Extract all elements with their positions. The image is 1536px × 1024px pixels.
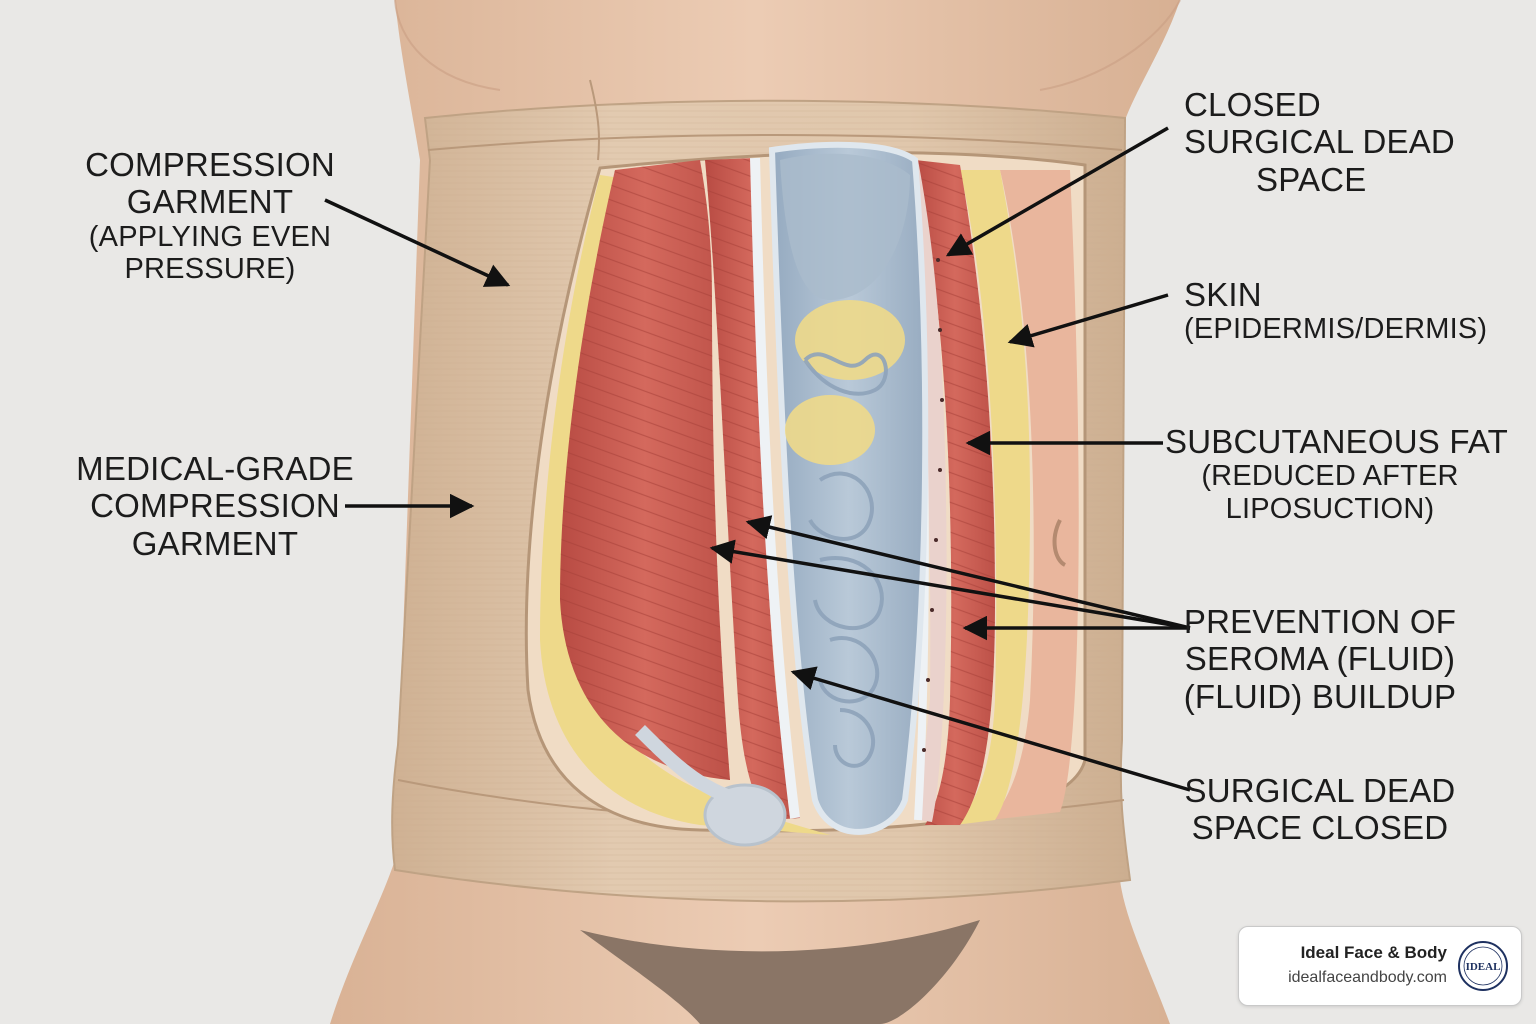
arrow-seroma-2 <box>709 539 1191 630</box>
brand-logo-text: IDEAL <box>1466 961 1501 973</box>
label-line: PRESSURE) <box>124 253 296 286</box>
intestines <box>803 352 888 768</box>
label-line: PREVENTION OF <box>1183 603 1457 640</box>
skin-layer <box>990 170 1079 820</box>
label-line: SPACE <box>1256 160 1367 198</box>
label-line: LIPOSUCTION) <box>1225 493 1435 526</box>
arrow-closed-dead-space <box>945 126 1169 257</box>
label-line: (FLUID) BUILDUP <box>1183 677 1457 715</box>
label-line: COMPRESSION <box>90 487 340 525</box>
callout-arrows <box>324 126 1191 792</box>
label-line: GARMENT <box>131 524 299 562</box>
label-line: MEDICAL-GRADE <box>76 450 354 487</box>
label-subcutaneous-fat: SUBCUTANEOUS FAT (REDUCED AFTER LIPOSUCT… <box>1165 423 1509 526</box>
label-line: SPACE CLOSED <box>1191 809 1449 847</box>
label-line: SUBCUTANEOUS FAT <box>1165 423 1509 460</box>
label-skin: SKIN (EPIDERMIS/DERMIS) <box>1184 276 1504 346</box>
label-line: COMPRESSION <box>85 146 335 183</box>
brand-logo-seal: IDEAL <box>1458 941 1508 991</box>
label-line: (EPIDERMIS/DERMIS) <box>1184 313 1488 346</box>
label-line: (APPLYING EVEN <box>88 220 332 253</box>
label-line: SEROMA (FLUID) <box>1184 640 1456 678</box>
arrow-seroma-1 <box>745 515 1191 630</box>
navel <box>1052 519 1067 567</box>
label-surgical-dead-space-closed: SURGICAL DEAD SPACE CLOSED <box>1180 772 1460 847</box>
label-seroma: PREVENTION OF SEROMA (FLUID) (FLUID) BUI… <box>1180 603 1460 715</box>
fascia-strip-right <box>900 160 947 822</box>
arrow-compression-garment <box>324 198 511 287</box>
label-closed-dead-space: CLOSED SURGICAL DEAD SPACE <box>1150 86 1460 198</box>
brand-card: Ideal Face & Body idealfaceandbody.com I… <box>1238 926 1522 1006</box>
arrow-surgical-closed <box>790 666 1191 792</box>
label-line: (REDUCED AFTER <box>1201 460 1459 493</box>
label-line: SKIN <box>1184 276 1262 313</box>
label-line: SURGICAL DEAD <box>1184 772 1456 809</box>
label-medical-grade: MEDICAL-GRADE COMPRESSION GARMENT <box>60 450 370 562</box>
label-line: SURGICAL DEAD <box>1184 123 1455 161</box>
label-line: CLOSED <box>1184 86 1321 123</box>
brand-url: idealfaceandbody.com <box>1288 969 1447 986</box>
label-line: GARMENT <box>126 183 294 221</box>
brand-name: Ideal Face & Body <box>1300 943 1447 962</box>
label-compression-garment: COMPRESSION GARMENT (APPLYING EVEN PRESS… <box>70 146 350 286</box>
arrow-skin <box>1007 293 1169 348</box>
underwear <box>580 920 980 1024</box>
